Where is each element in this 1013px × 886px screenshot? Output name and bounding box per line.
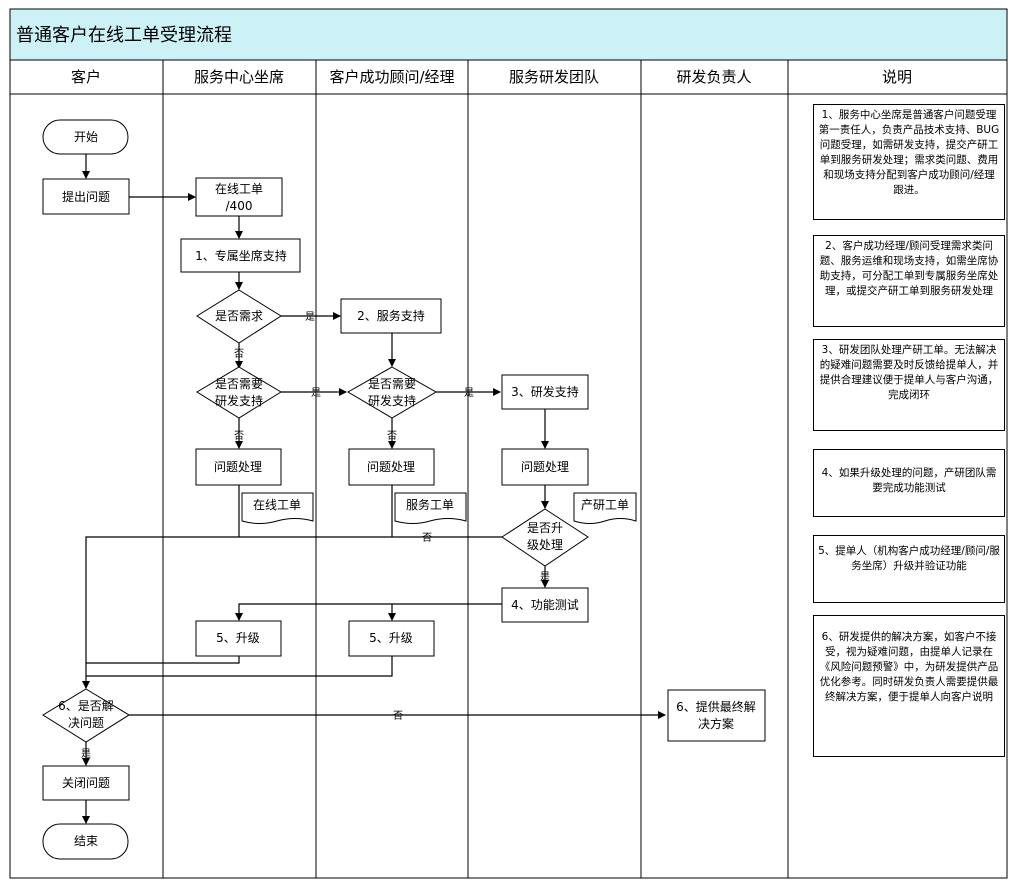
no-label: 否: [393, 710, 403, 722]
online-ticket-box: [195, 177, 283, 217]
rd-ticket-doc-label: 产研工单: [581, 498, 629, 512]
service-support-label: 2、服务支持: [357, 308, 425, 323]
note-1: 1、服务中心坐席是普通客户问题受理第一责任人，负责产品技术支持、BUG问题受理，…: [813, 104, 1005, 220]
online-ticket-document: [241, 492, 314, 524]
dedicated-support-box: [180, 238, 301, 273]
lane-header-customer-success: 客户成功顾问/经理: [329, 68, 454, 86]
close-issue-label: 关闭问题: [62, 776, 110, 790]
raise-issue-box: [42, 178, 130, 215]
lane-header-service-center: 服务中心坐席: [194, 68, 284, 86]
lane-header-notes: 说明: [882, 68, 912, 86]
raise-issue-label: 提出问题: [62, 189, 110, 204]
upgrade-box-2: [348, 620, 435, 657]
need-rd-b-label-2: 研发支持: [368, 393, 416, 408]
note-5: 5、提单人（机构客户成功经理/顾问/服务坐席）升级并验证功能: [813, 535, 1005, 603]
need-upgrade-diamond: [501, 508, 589, 567]
connector: [86, 656, 240, 664]
note-2: 2、客户成功经理/顾问受理需求类问题、服务运维和现场支持，如需坐席协助支持，可分…: [813, 235, 1005, 327]
diagram-title: 普通客户在线工单受理流程: [16, 25, 232, 46]
func-test-box: [501, 587, 589, 623]
need-upgrade-label-2: 级处理: [527, 538, 563, 552]
service-ticket-doc-label: 服务工单: [406, 497, 454, 512]
yes-label: 是: [311, 387, 321, 399]
resolved-diamond: [42, 688, 130, 743]
connector: [86, 656, 393, 677]
handle-label-1: 问题处理: [214, 460, 262, 474]
service-support-box: [340, 298, 442, 334]
need-rd-a-label: 是否需要: [215, 377, 263, 391]
lane-header-rd-team: 服务研发团队: [509, 68, 599, 86]
note-3: 3、研发团队处理产研工单。无法解决的疑难问题需要及时反馈给提单人，并提供合理建议…: [813, 339, 1005, 431]
no-label: 否: [234, 430, 244, 442]
connector: [82, 536, 502, 689]
yes-label: 是: [540, 571, 550, 583]
rd-support-box: [501, 374, 589, 410]
lane-header-rd-lead: 研发负责人: [676, 68, 751, 86]
need-upgrade-label: 是否升: [527, 521, 563, 535]
handle-box-3: [501, 448, 589, 486]
end-terminal: [42, 823, 129, 860]
upgrade-label-1: 5、升级: [216, 631, 260, 645]
rd-support-label: 3、研发支持: [511, 384, 579, 399]
connector: [235, 603, 502, 621]
yes-label: 是: [464, 387, 474, 399]
online-ticket-label-2: /400: [226, 199, 253, 213]
upgrade-box-1: [195, 620, 282, 657]
dedicated-support-label: 1、专属坐席支持: [195, 248, 287, 263]
start-terminal: [42, 119, 129, 155]
close-issue-box: [42, 765, 130, 801]
final-solution-label: 6、提供最终解: [676, 699, 756, 714]
no-label: 否: [422, 532, 432, 544]
online-ticket-label: 在线工单: [215, 182, 263, 196]
need-rd-diamond-a: [196, 366, 282, 419]
handle-label-3: 问题处理: [521, 460, 569, 474]
upgrade-label-2: 5、升级: [369, 631, 413, 645]
need-rd-diamond-b: [347, 366, 437, 419]
service-ticket-document: [394, 492, 467, 524]
need-rd-a-label-2: 研发支持: [215, 393, 263, 408]
is-demand-label: 是否需求: [215, 309, 263, 323]
no-label: 否: [387, 430, 397, 442]
online-ticket-doc-label: 在线工单: [253, 498, 301, 512]
lane-header-customer: 客户: [71, 68, 101, 86]
note-4: 4、如果升级处理的问题，产研团队需要完成功能测试: [813, 449, 1005, 517]
final-solution-box: [667, 689, 766, 742]
resolved-label: 6、是否解: [58, 699, 114, 713]
title-bar: [9, 8, 1008, 61]
yes-label: 是: [305, 311, 315, 323]
rd-ticket-document: [573, 492, 637, 524]
handle-box-2: [348, 448, 435, 486]
handle-box-1: [195, 448, 282, 486]
start-label: 开始: [74, 130, 98, 144]
is-demand-diamond: [196, 289, 282, 344]
no-label: 否: [234, 348, 244, 360]
yes-label: 是: [81, 748, 91, 760]
func-test-label: 4、功能测试: [511, 597, 579, 612]
lanes-frame: [9, 93, 1008, 879]
resolved-label-2: 决问题: [68, 716, 104, 730]
handle-label-2: 问题处理: [367, 460, 415, 474]
need-rd-b-label: 是否需要: [368, 377, 416, 391]
connectors: [82, 154, 666, 824]
note-6: 6、研发提供的解决方案，如客户不接受，视为疑难问题，由提单人记录在《风险问题预警…: [813, 615, 1005, 757]
final-solution-label-2: 决方案: [698, 716, 734, 731]
end-label: 结束: [74, 834, 98, 848]
